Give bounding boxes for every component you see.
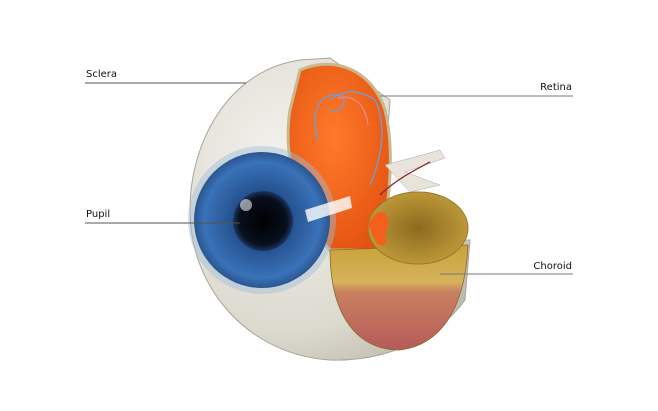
- choroid-label: Choroid: [533, 261, 572, 272]
- sclera-label: Sclera: [86, 69, 118, 80]
- pupil: [233, 191, 293, 251]
- choroid-layer: [329, 244, 469, 351]
- optic-nerve: [384, 149, 446, 193]
- pupil-label: Pupil: [86, 209, 111, 220]
- retina-label: Retina: [540, 82, 572, 93]
- choroid-inner: [367, 191, 469, 265]
